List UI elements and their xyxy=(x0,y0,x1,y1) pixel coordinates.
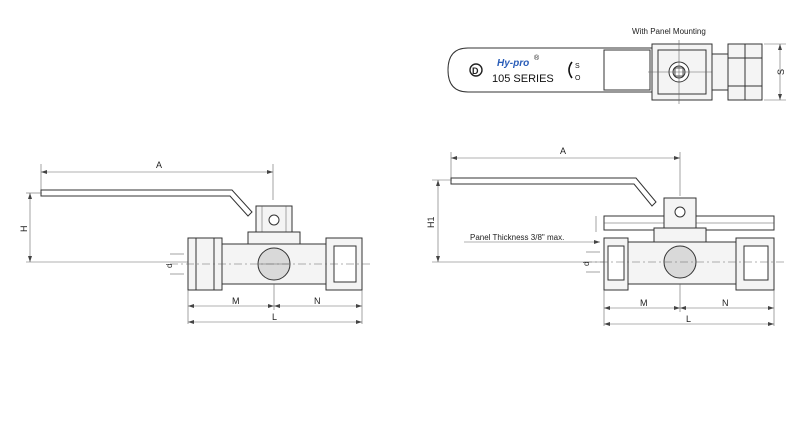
handle-joint xyxy=(603,49,651,91)
right-dim-d: d xyxy=(582,262,591,266)
handle-top xyxy=(447,47,653,93)
panel-mounting-caption: With Panel Mounting xyxy=(632,27,706,36)
dim-s-label: S xyxy=(776,69,786,75)
left-dim-m: M xyxy=(232,296,240,306)
top-view: With Panel Mounting D Hy-pro ® 105 SERIE… xyxy=(447,27,786,104)
right-dim-n: N xyxy=(722,298,729,308)
left-dim-l: L xyxy=(272,312,277,322)
label-o: O xyxy=(575,75,581,82)
right-handle xyxy=(450,177,657,207)
left-dim-a: A xyxy=(156,160,162,170)
open-close-arrow-icon xyxy=(568,61,573,79)
right-view: A H1 Panel Thickness 3/8" max. xyxy=(426,146,784,326)
right-dim-a: A xyxy=(560,146,566,156)
left-view: A H d xyxy=(19,160,370,324)
left-dim-n: N xyxy=(314,296,321,306)
right-dim-l: L xyxy=(686,314,691,324)
panel-thickness-note: Panel Thickness 3/8" max. xyxy=(470,233,564,242)
brand-logo: Hy-pro xyxy=(497,58,529,69)
svg-text:D: D xyxy=(472,66,479,76)
series-label: 105 SERIES xyxy=(492,73,554,85)
right-dim-h1: H1 xyxy=(426,216,436,228)
left-dim-d: d xyxy=(165,264,174,268)
label-s: S xyxy=(575,63,580,70)
d-logo-icon: D xyxy=(469,63,483,77)
right-dim-m: M xyxy=(640,298,648,308)
left-handle xyxy=(40,189,253,217)
left-dim-h: H xyxy=(19,226,29,233)
brand-mark: ® xyxy=(534,54,540,62)
